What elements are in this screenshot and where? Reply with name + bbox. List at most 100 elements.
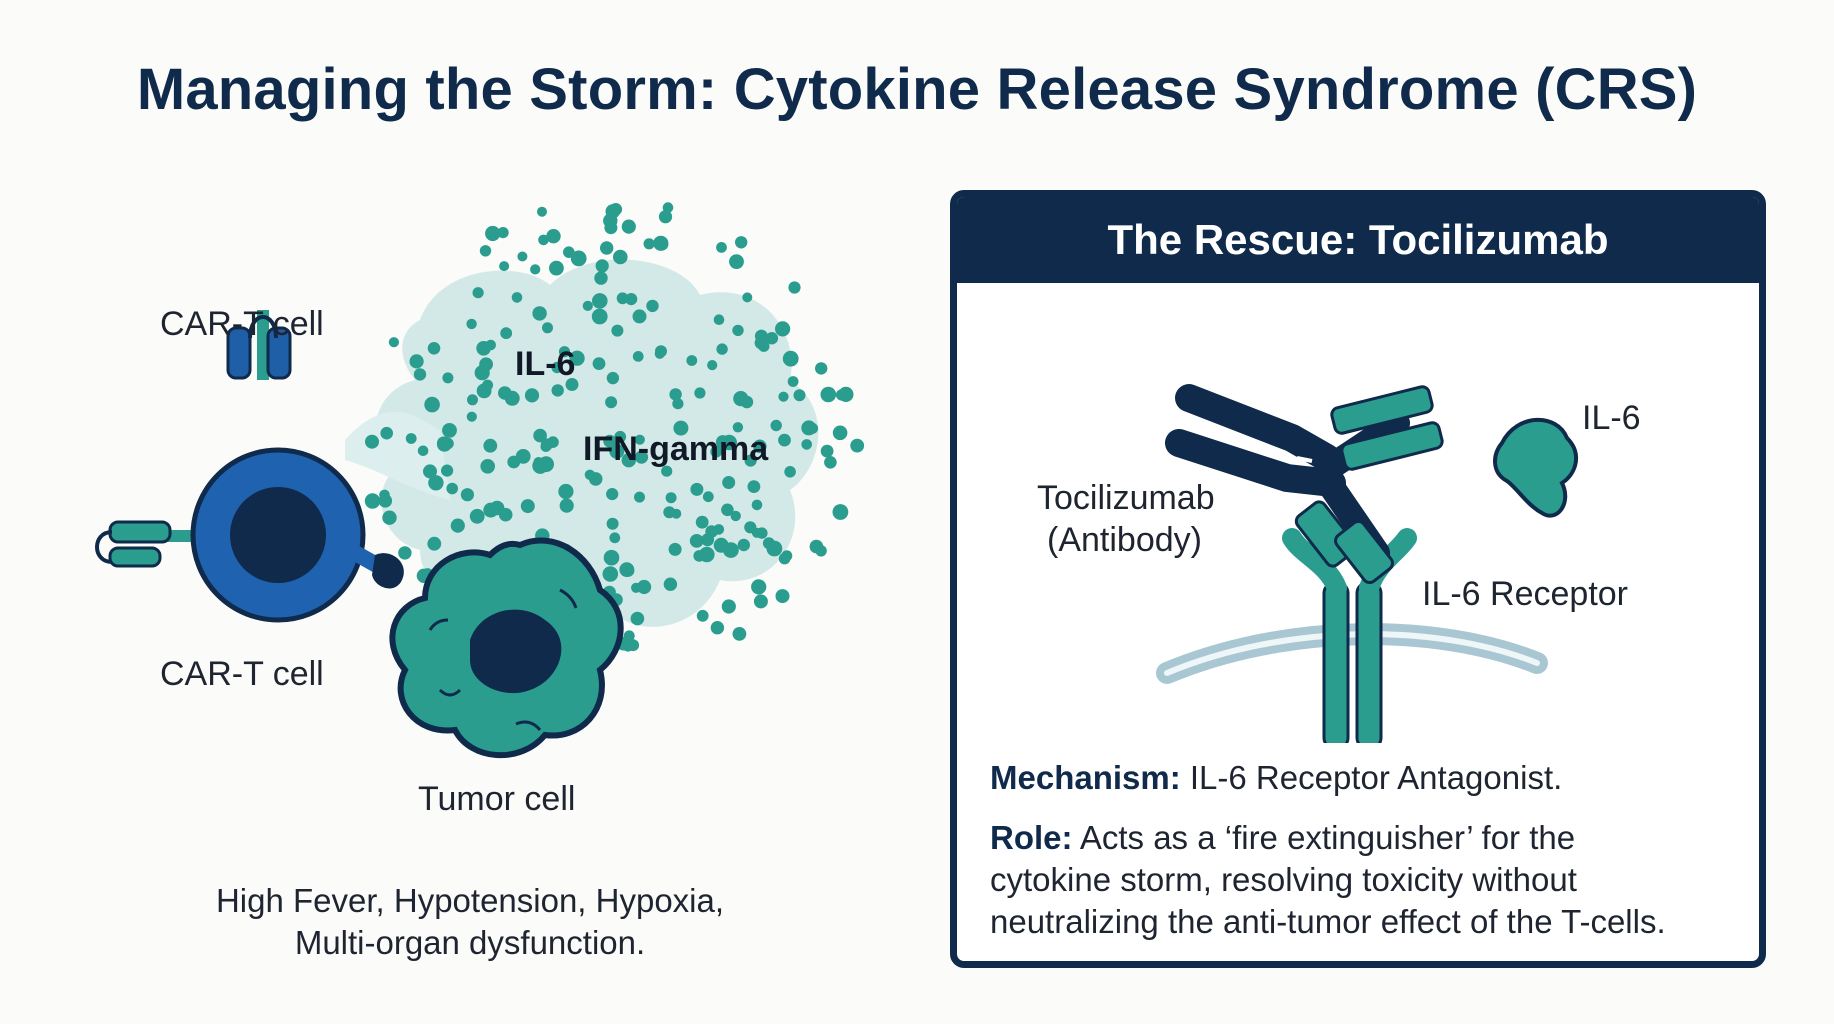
cytokine-dot <box>627 639 640 652</box>
cytokine-dot <box>662 202 674 213</box>
mechanism-value: IL-6 Receptor Antagonist. <box>1180 759 1563 796</box>
cytokine-dot <box>497 227 509 239</box>
cytokine-dot <box>532 306 547 321</box>
cytokine-dot <box>538 456 554 473</box>
cytokine-dot <box>850 438 865 453</box>
cytokine-dot <box>469 508 485 524</box>
cytokine-dot <box>721 434 737 451</box>
cytokine-dot <box>540 441 552 452</box>
cytokine-dot <box>511 292 523 303</box>
cytokine-dot <box>611 324 624 337</box>
cytokine-dot <box>710 621 725 635</box>
cytokine-dot <box>665 492 677 504</box>
cytokine-dot <box>621 453 636 468</box>
cytokine-dot <box>472 287 484 299</box>
page-title: Managing the Storm: Cytokine Release Syn… <box>136 57 1698 122</box>
cytokine-dot <box>485 225 501 242</box>
cytokine-dot <box>753 594 768 609</box>
cytokine-dot <box>442 372 454 384</box>
cytokine-dot <box>832 504 849 520</box>
cytokine-dot <box>542 322 553 334</box>
cytokine-dot <box>450 518 465 533</box>
cytokine-dot <box>721 503 734 517</box>
cytokine-dot <box>716 343 728 355</box>
cytokine-dot <box>592 357 606 370</box>
cytokine-dot <box>766 540 783 557</box>
cytokine-dot <box>751 579 767 595</box>
cytokine-dot <box>815 545 827 557</box>
tumor-cell-label: Tumor cell <box>418 780 576 818</box>
cytokine-dot <box>775 589 790 604</box>
role-line-2: cytokine storm, resolving toxicity witho… <box>990 861 1577 898</box>
cytokine-dot <box>614 430 627 443</box>
cytokine-dot <box>520 499 535 514</box>
cytokine-dot <box>732 422 744 433</box>
cytokine-dot <box>793 389 806 402</box>
cytokine-dot <box>616 292 629 305</box>
cytokine-dot <box>634 491 645 503</box>
cytokine-dot <box>524 388 540 403</box>
cytokine-dot <box>778 391 789 402</box>
cytokine-dot <box>565 378 579 391</box>
cytokine-dot <box>732 627 747 641</box>
cytokine-dot <box>637 579 652 595</box>
car-t-cell <box>95 310 404 623</box>
cytokine-dot <box>729 254 744 269</box>
cytokine-dot <box>765 332 779 345</box>
cytokine-dot <box>546 229 561 244</box>
cytokine-dot <box>632 309 647 324</box>
receptor-label: IL-6 Receptor <box>1422 575 1628 613</box>
cytokine-dot <box>787 376 799 387</box>
cytokine-dot <box>603 434 617 448</box>
cytokine-dot <box>673 420 689 436</box>
cytokine-dot <box>668 542 682 556</box>
cytokine-dot <box>751 499 763 511</box>
cytokine-dot <box>382 510 397 525</box>
cytokine-dot <box>398 546 412 560</box>
cytokine-dot <box>778 552 791 565</box>
cytokine-dot <box>713 314 725 325</box>
tocilizumab-antibody <box>1165 384 1444 584</box>
il6-label: IL-6 <box>1582 399 1641 437</box>
cytokine-dot <box>705 525 718 538</box>
cytokine-dot <box>533 428 547 443</box>
cytokine-il6-label: IL-6 <box>515 345 576 383</box>
cytokine-dot <box>483 502 499 518</box>
cytokine-dot <box>696 609 709 622</box>
cytokine-dot <box>537 206 547 217</box>
cytokine-particles <box>364 202 865 656</box>
symptoms-line-1: High Fever, Hypotension, Hypoxia, <box>215 882 725 919</box>
cytokine-dot <box>605 204 620 219</box>
tocilizumab-panel: The Rescue: Tocilizumab Tocilizuma <box>950 190 1766 968</box>
cytokine-dot <box>695 515 709 529</box>
cytokine-dot <box>504 390 520 406</box>
cytokine-dot <box>758 340 770 352</box>
cytokine-dot <box>835 389 848 401</box>
cytokine-dot <box>413 368 427 381</box>
symptoms-text: High Fever, Hypotension, Hypoxia, Multi-… <box>160 880 780 964</box>
cytokine-dot <box>630 611 645 626</box>
cytokine-dot <box>770 419 782 432</box>
cytokine-dot <box>479 245 492 257</box>
cytokine-dot <box>733 391 749 407</box>
cytokine-dot <box>603 549 620 566</box>
cytokine-dot <box>569 350 585 366</box>
cytokine-dot <box>690 482 704 496</box>
cytokine-dot <box>653 235 669 251</box>
cytokine-dot <box>380 426 394 440</box>
cytokine-dot <box>530 264 541 275</box>
cytokine-dot <box>663 577 678 591</box>
cytokine-dot <box>424 396 440 413</box>
cytokine-dot <box>753 439 767 454</box>
cytokine-dot <box>498 507 513 522</box>
cytokine-dot <box>595 259 609 273</box>
cytokine-dot <box>634 434 645 445</box>
cytokine-dot <box>441 464 454 477</box>
il6-molecule <box>1493 417 1578 518</box>
cytokine-dot <box>507 455 521 469</box>
cytokine-dot <box>702 491 714 503</box>
tumor-cell <box>389 537 624 758</box>
mechanism-text: Mechanism: IL-6 Receptor Antagonist. <box>990 757 1562 799</box>
cytokine-dot <box>663 506 676 519</box>
cytokine-dot <box>832 425 848 441</box>
